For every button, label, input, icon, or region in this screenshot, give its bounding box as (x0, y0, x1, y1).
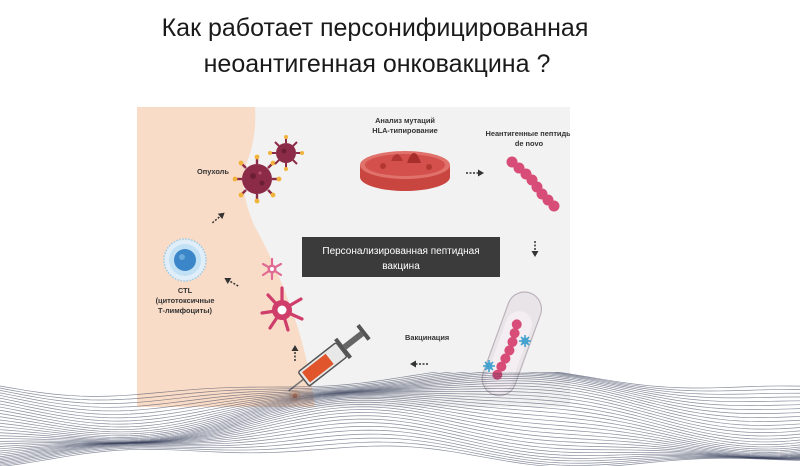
wave-line (0, 391, 800, 435)
wave-line (0, 399, 800, 452)
dendritic-cell-large (260, 286, 304, 332)
wave-line (0, 415, 800, 458)
wave-line (0, 395, 800, 445)
wave-line (0, 372, 800, 408)
wave-line (0, 385, 800, 430)
vaccine-diagram: Опухоль CTL (цитотоксичные Т-лимфоциты) (137, 107, 570, 407)
decorative-wave-lines (0, 372, 800, 466)
label-vaccination: Вакцинация (405, 333, 449, 342)
wave-line (0, 433, 800, 464)
tumor-cell-small (268, 135, 304, 171)
label-peptides-1: Неантигенные пептиды (486, 129, 570, 138)
wave-line (0, 388, 800, 433)
wave-line (0, 378, 800, 422)
adjuvant-particle-2 (483, 360, 495, 372)
page-title-line1: Как работает персонифицированная (161, 14, 589, 42)
wave-line (0, 393, 800, 440)
wave-line (0, 372, 800, 404)
wave-line (0, 372, 800, 401)
label-ctl-1: CTL (178, 286, 193, 295)
arrow-dendritic-to-ctl (224, 277, 239, 287)
adjuvant-particle-1 (519, 335, 531, 347)
ctl-cell (163, 238, 207, 282)
wave-line (0, 418, 800, 458)
wave-line (0, 374, 800, 415)
wave-line (0, 380, 800, 425)
petri-dish (360, 151, 450, 191)
center-box-line2: вакцина (382, 261, 420, 272)
label-tumor: Опухоль (197, 167, 229, 176)
tumor-cell-large (232, 154, 282, 204)
wave-line (2, 445, 800, 466)
neoantigen-peptides (506, 156, 560, 212)
wave-line (0, 372, 800, 412)
wave-line (0, 429, 800, 462)
arrow-dish-to-peptides (466, 169, 484, 177)
wave-line (0, 394, 800, 443)
wave-line (0, 376, 800, 419)
label-ctl-2: (цитотоксичные (156, 296, 215, 305)
arrow-injection-up (291, 345, 299, 361)
wave-line (0, 398, 800, 450)
center-vaccine-box: Персонализированная пептидная вакцина (302, 237, 500, 277)
wave-line (0, 392, 800, 437)
dendritic-cell-small (261, 257, 283, 281)
syringe (288, 324, 371, 392)
wave-line (0, 422, 800, 459)
wave-line (0, 372, 800, 397)
label-ctl-3: Т-лимфоциты) (158, 306, 212, 315)
page-title-line2: неоантигенная онковакцина ? (203, 50, 551, 78)
label-mutation-2: HLA-типирование (372, 126, 438, 135)
wave-line (0, 396, 800, 448)
wave-line (0, 437, 800, 465)
center-box-line1: Персонализированная пептидная (322, 246, 479, 257)
arrow-ctl-to-tumor (211, 212, 225, 224)
wave-line (0, 425, 800, 461)
arrow-tube-to-syringe (410, 360, 428, 368)
wave-line (0, 382, 800, 428)
label-mutation-1: Анализ мутаций (375, 116, 435, 125)
wave-line (0, 441, 800, 466)
vaccine-tube (481, 291, 543, 397)
label-peptides-2: de novo (515, 139, 544, 148)
body-silhouette (137, 107, 315, 407)
arrow-peptides-down (531, 241, 539, 257)
